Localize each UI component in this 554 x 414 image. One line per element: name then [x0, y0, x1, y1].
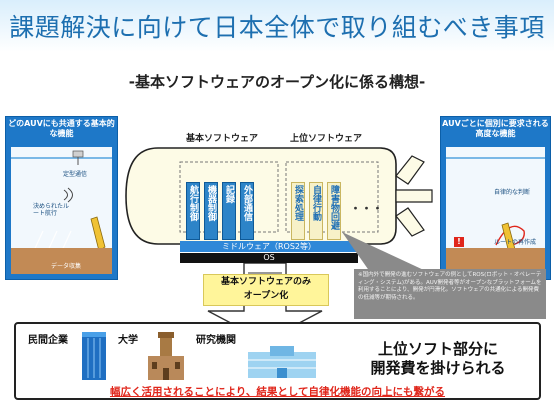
ros-note: ※国内外で開発の進むソフトウェアの例としてROS(ロボット・オペレーティング・シ… [354, 269, 546, 319]
basic-software-label: 基本ソフトウェア [186, 134, 259, 144]
development-cost-message: 上位ソフト部分に 開発費を掛けられる [340, 340, 536, 378]
more-modules-ellipsis: ・・・ [350, 202, 383, 215]
seabed [11, 248, 112, 274]
right-panel-heading: AUVごとに個別に要求される高度な機能 [442, 119, 549, 138]
left-panel-illustration: 定型通信 決められたルート航行 データ収集 [11, 147, 112, 274]
conclusion-text: 幅広く活用されることにより、結果として自律化機能の向上にも繋がる [109, 386, 446, 398]
right-panel: AUVごとに個別に要求される高度な機能 ! 自律的な判断 ルートの再作成 [440, 116, 551, 280]
auv-icon [90, 216, 106, 252]
label-route-recreation: ルートの再作成 [494, 239, 537, 246]
title-band: 課題解決に向けて日本全体で取り組むべき事項 [0, 0, 554, 52]
label-data-collection: データ収集 [51, 263, 82, 270]
message-line-1: 上位ソフト部分に [377, 340, 498, 358]
buoy-icon [72, 150, 84, 165]
label-route-navigation: 決められたルート航行 [33, 203, 70, 217]
upper-software-label: 上位ソフトウェア [290, 134, 363, 144]
message-line-2: 開発費を掛けられる [370, 359, 506, 377]
research-building-icon [248, 346, 316, 378]
org-research-institute: 研究機関 [196, 335, 236, 346]
os-bar: OS [180, 253, 358, 263]
open-source-callout: 基本ソフトウェアのみオープン化 [203, 274, 329, 306]
module-external-communication: 外部通信 [240, 182, 254, 240]
page-title: 課題解決に向けて日本全体で取り組むべき事項 [9, 13, 545, 42]
module-recording: 記録 [222, 182, 236, 240]
signal-wave-icon [63, 187, 73, 203]
water-surface [11, 157, 112, 159]
module-navigation-control: 航行制御 [186, 182, 200, 240]
subtitle: -基本ソフトウェアのオープン化に係る構想- [128, 73, 426, 91]
warning-icon: ! [454, 237, 464, 247]
right-panel-illustration: ! 自律的な判断 ルートの再作成 [446, 147, 545, 274]
module-obstacle-avoidance: 障害物回避 [327, 182, 341, 240]
office-building-icon [82, 332, 106, 380]
university-building-icon [148, 332, 184, 380]
left-panel: どのAUVにも共通する基本的な機能 定型通信 決められたルート航行 データ収集 [5, 116, 118, 280]
note-pointer [342, 232, 428, 272]
org-university: 大学 [118, 335, 138, 346]
middleware-bar: ミドルウェア（ROS2等） [180, 241, 358, 252]
water-surface [446, 157, 545, 159]
left-panel-heading: どのAUVにも共通する基本的な機能 [8, 119, 115, 138]
module-autonomous-behavior: 自律行動 [309, 182, 323, 240]
label-fixed-comm: 定型通信 [63, 171, 88, 178]
label-autonomous-judgment: 自律的な判断 [494, 189, 531, 196]
module-equipment-control: 機器制御 [204, 182, 218, 240]
module-search-processing: 探索処理 [291, 182, 305, 240]
org-private-company: 民間企業 [28, 335, 68, 346]
